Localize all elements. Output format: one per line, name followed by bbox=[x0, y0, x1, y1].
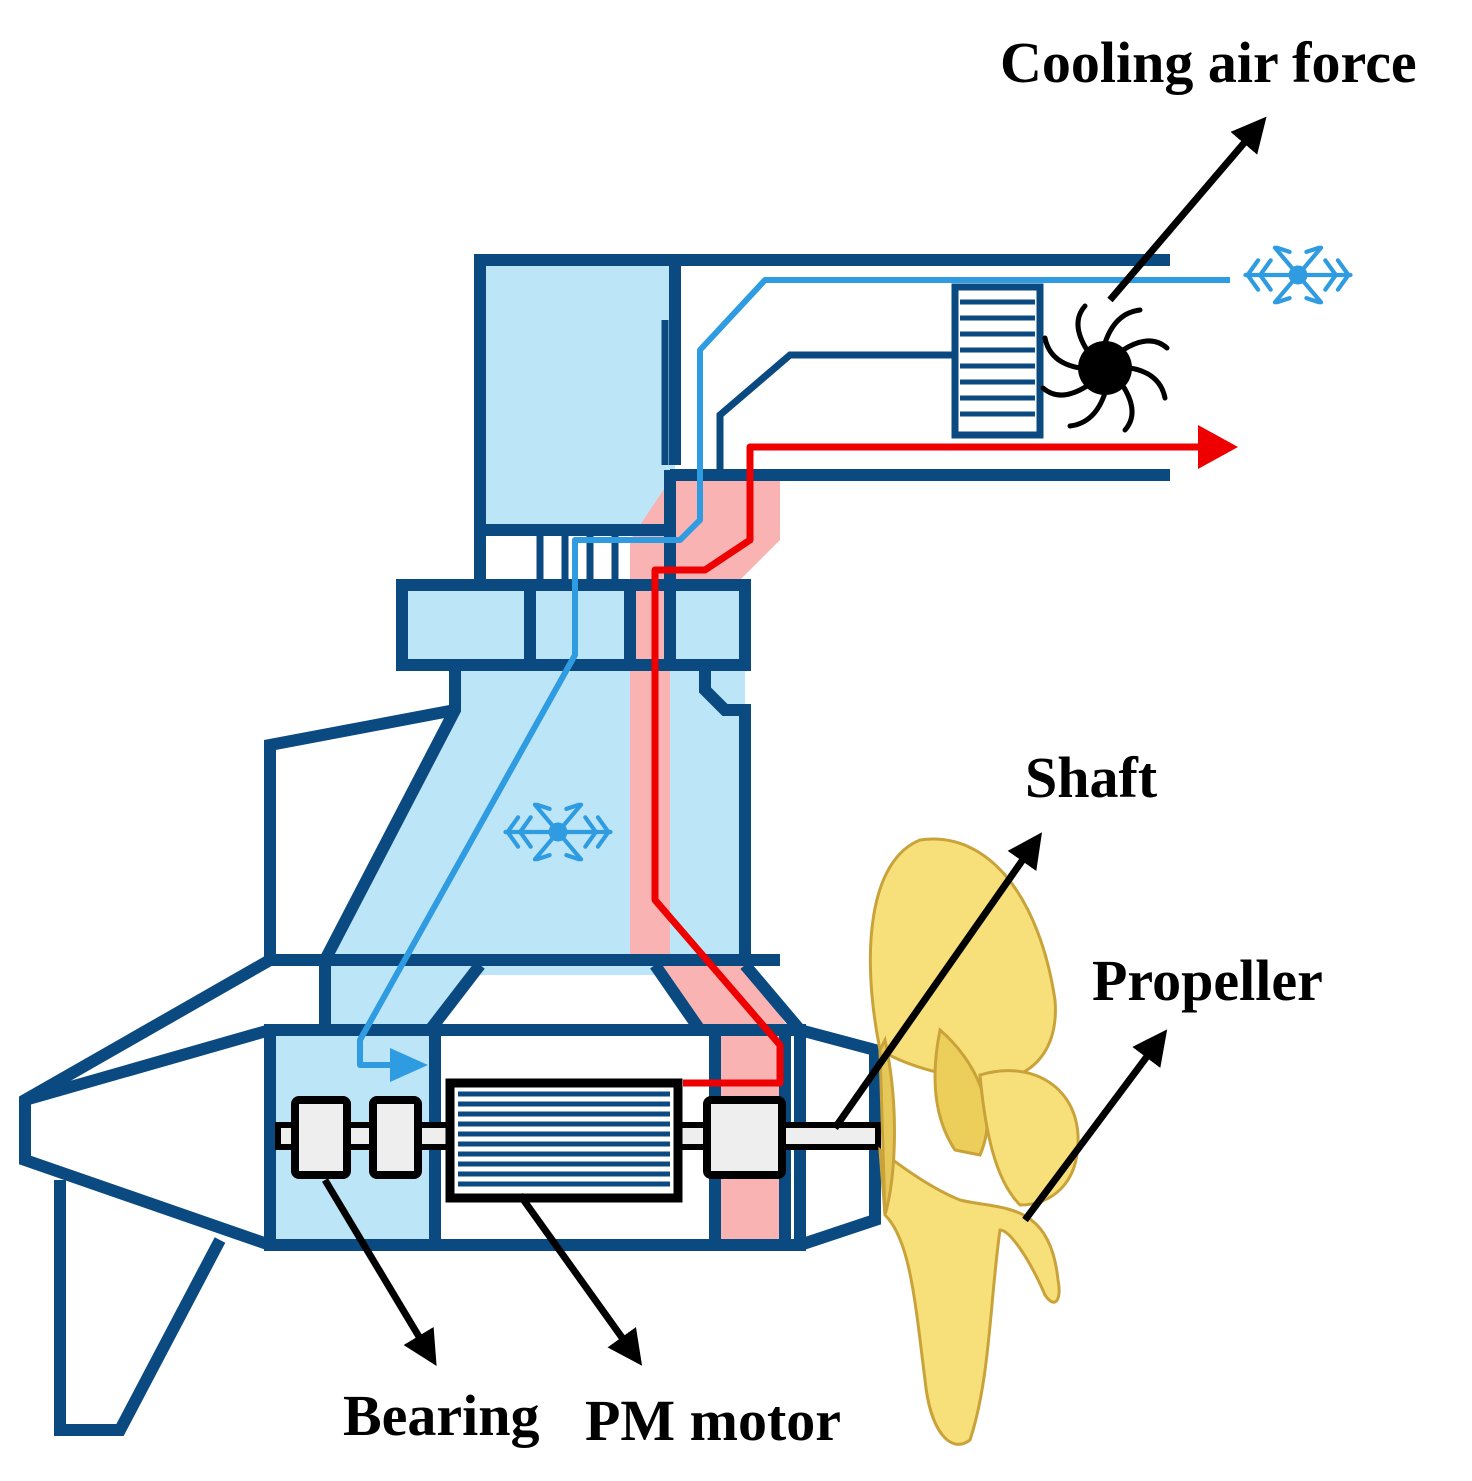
pod-housing-outline bbox=[19, 254, 1170, 1436]
shaft-label: Shaft bbox=[1025, 745, 1158, 810]
bearing-1 bbox=[291, 1096, 351, 1179]
bearing-2 bbox=[369, 1096, 422, 1179]
cooling-air-force-label: Cooling air force bbox=[1000, 30, 1417, 95]
bearing-label: Bearing bbox=[343, 1383, 540, 1448]
cool-air-flow-arrowhead bbox=[390, 1048, 428, 1082]
fan-icon bbox=[1040, 303, 1170, 433]
propeller-label: Propeller bbox=[1092, 948, 1323, 1013]
snowflake-icon bbox=[1246, 248, 1351, 303]
cool-air-flow-line bbox=[357, 277, 1230, 1068]
cooling-duct bbox=[536, 283, 1044, 580]
hot-air-flow-line bbox=[651, 443, 1200, 1087]
pm-motor-core bbox=[445, 1078, 683, 1203]
bearing-3 bbox=[703, 1096, 786, 1179]
hot-air-flow-arrowhead bbox=[1198, 425, 1238, 469]
propeller-icon bbox=[868, 837, 1080, 1446]
label-pointer-arrows bbox=[321, 116, 1267, 1367]
pm-motor-label: PM motor bbox=[585, 1388, 841, 1453]
heat-exchanger-fins bbox=[960, 299, 1035, 417]
